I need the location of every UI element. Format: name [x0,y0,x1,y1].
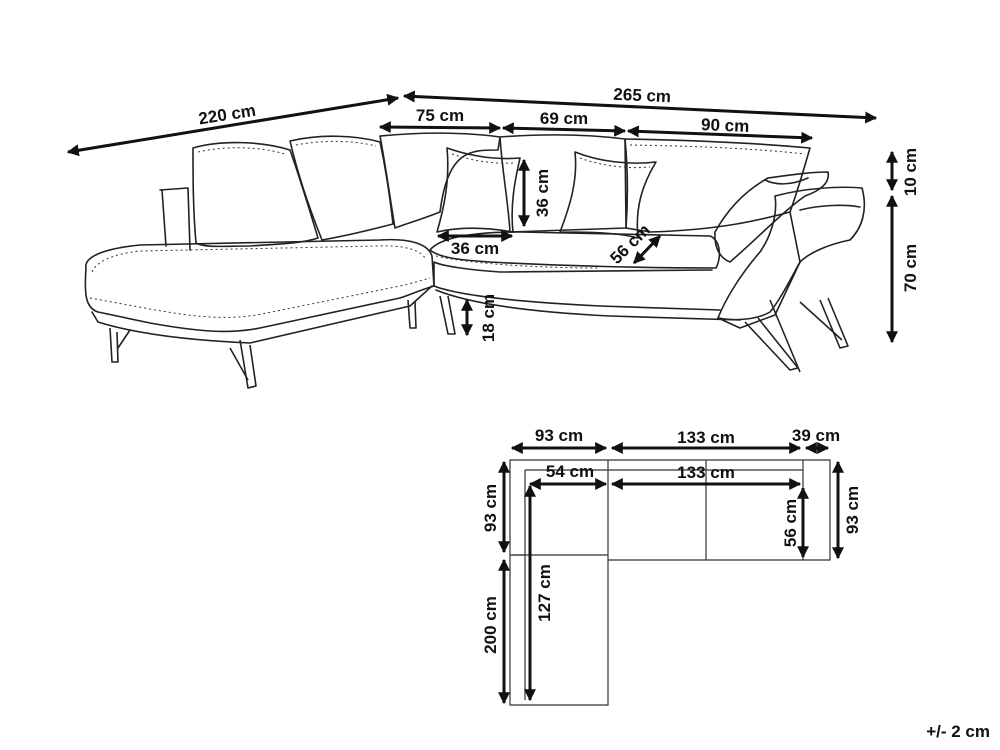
label-section-1: 75 cm [416,106,464,125]
label-plan-chaise-length: 200 cm [481,596,500,654]
label-section-3: 90 cm [701,115,750,136]
tolerance-note: +/- 2 cm [926,722,990,741]
plan-dimension-labels: 93 cm 133 cm 39 cm 54 cm 133 cm 93 cm 93… [481,426,862,654]
label-plan-right-depth: 93 cm [843,486,862,534]
label-plan-corner-width: 93 cm [535,426,583,445]
sofa-illustration [84,132,866,389]
label-backrest-height: 36 cm [533,169,552,217]
label-plan-chaise-inner: 127 cm [535,564,554,622]
label-total-right: 265 cm [613,85,671,106]
label-plan-inner-left: 54 cm [546,462,594,481]
label-seat-width: 36 cm [451,239,499,258]
plan-dimension-arrows [498,442,844,705]
floor-plan [509,459,831,706]
label-total-left: 220 cm [197,101,257,129]
label-plan-left-depth: 93 cm [481,484,500,532]
label-leg-height: 18 cm [479,294,498,342]
label-plan-seat-depth: 56 cm [781,499,800,547]
sofa-dimension-arrows [66,90,898,344]
label-plan-inner-right: 133 cm [677,463,735,482]
label-total-height: 70 cm [901,244,920,292]
label-section-2: 69 cm [540,109,588,128]
label-plan-middle-width: 133 cm [677,428,735,447]
label-plan-arm-width: 39 cm [792,426,840,445]
label-armrest-extra: 10 cm [901,148,920,196]
label-seat-depth: 56 cm [606,220,654,268]
